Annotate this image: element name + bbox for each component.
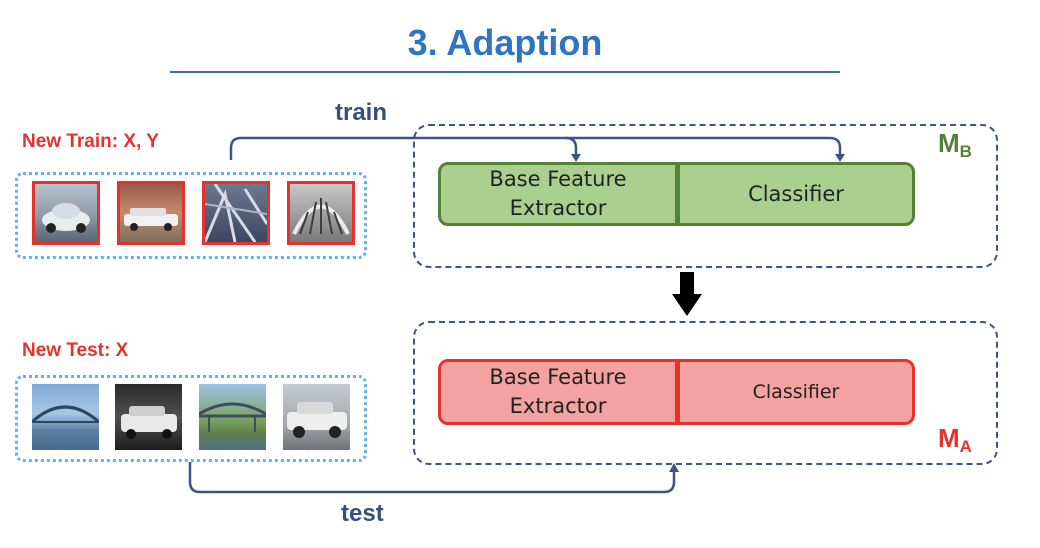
train-image-car-1 [32,181,100,245]
model-a-container [413,321,998,465]
test-flow-line [188,462,676,494]
train-arrow-head-1 [571,154,581,162]
train-flow-label: train [335,99,388,126]
down-arrow-icon [672,272,702,316]
model-b-classifier-label: Classifier [748,181,844,206]
model-a-classifier-label: Classifier [752,380,840,403]
train-image-bridge-1 [202,181,270,245]
train-arrow-head-2 [835,154,845,162]
test-image-car-1 [115,384,182,450]
test-flow-label: test [341,500,384,527]
title-underline [170,71,840,73]
train-flow-line [229,136,842,160]
model-a-bfe-label: Base Feature Extractor [489,365,627,418]
model-a-label: MA [938,423,972,456]
test-image-bridge-1 [32,384,99,450]
model-b-bfe-label: Base Feature Extractor [489,167,627,220]
model-b-base-feature-extractor: Base Feature Extractor [438,162,678,226]
test-image-bridge-2 [199,384,266,450]
slide-title: 3. Adaption [407,22,603,63]
test-image-car-2 [283,384,350,450]
model-a-classifier: Classifier [677,359,915,425]
train-image-car-2 [117,181,185,245]
model-a-base-feature-extractor: Base Feature Extractor [438,359,678,425]
test-image-set [15,375,367,462]
model-b-classifier: Classifier [677,162,915,226]
new-test-label: New Test: X [22,340,129,361]
model-b-label: MB [938,128,972,161]
model-b-container [413,124,998,268]
new-train-label: New Train: X, Y [22,131,159,152]
train-image-bridge-2 [287,181,355,245]
test-arrow-head [669,463,679,472]
train-flow-branch [565,136,578,158]
train-image-set [15,172,367,259]
